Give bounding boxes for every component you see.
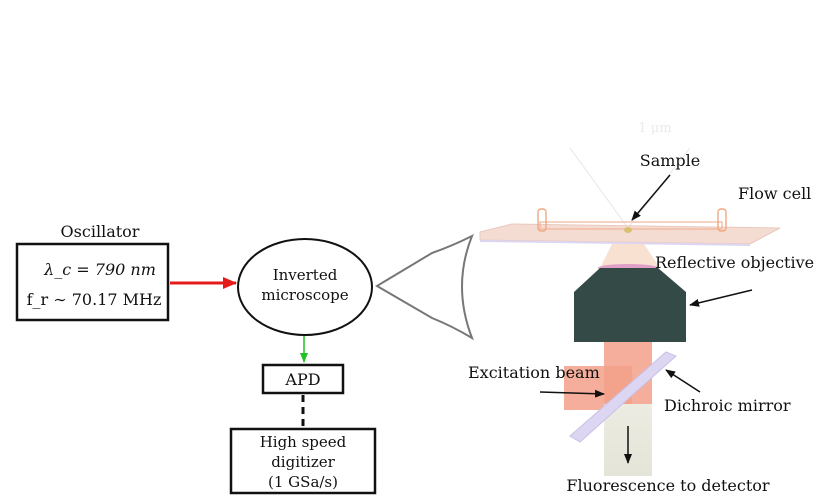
faint-top-label: 1 μm bbox=[638, 121, 671, 136]
objective-arrow bbox=[689, 289, 753, 307]
microscope-line2: microscope bbox=[261, 286, 348, 304]
sample-arrow bbox=[631, 174, 671, 221]
flow-cell-inlet bbox=[537, 208, 547, 232]
flow-cell-label: Flow cell bbox=[738, 184, 811, 203]
reflective-objective-label: Reflective objective bbox=[655, 253, 814, 272]
flow-cell-outlet bbox=[717, 208, 727, 232]
zoom-arrow bbox=[375, 233, 474, 341]
dichroic-mirror-label: Dichroic mirror bbox=[664, 396, 791, 415]
digitizer-line2: digitizer bbox=[271, 453, 335, 471]
microscope-ellipse bbox=[237, 238, 373, 336]
digitizer-box bbox=[229, 427, 377, 495]
digitizer-line1: High speed bbox=[260, 433, 347, 451]
microscope-line1: Inverted bbox=[273, 266, 338, 284]
apd-label: APD bbox=[284, 370, 320, 389]
excitation-arrow bbox=[539, 389, 605, 398]
fluorescence-label: Fluorescence to detector bbox=[566, 476, 770, 495]
reflective-objective bbox=[574, 268, 686, 342]
excitation-beam-label: Excitation beam bbox=[468, 363, 600, 382]
dichroic-arrow bbox=[665, 369, 701, 393]
oscillator-wavelength: λ_c = 790 nm bbox=[43, 260, 156, 279]
focus-glow bbox=[600, 244, 660, 268]
flow-cell-edge bbox=[480, 240, 750, 246]
dichroic-mirror bbox=[569, 351, 677, 443]
sample-spot bbox=[624, 227, 632, 233]
sample-label: Sample bbox=[640, 151, 701, 170]
oscillator-title: Oscillator bbox=[61, 222, 140, 241]
oscillator-box bbox=[15, 242, 170, 322]
cone-left-line bbox=[569, 147, 629, 229]
apd-box bbox=[261, 363, 345, 395]
digitizer-line3: (1 GSa/s) bbox=[268, 473, 338, 491]
oscillator-rep-rate: f_r ∼ 70.17 MHz bbox=[27, 290, 162, 309]
